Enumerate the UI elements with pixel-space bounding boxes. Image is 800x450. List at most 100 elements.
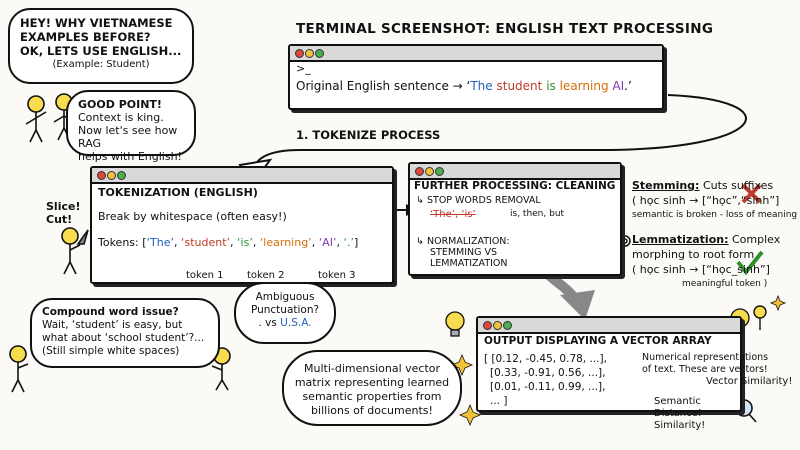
terminal-vector: OUTPUT DISPLAYING A VECTOR ARRAY [ [0.12… xyxy=(476,316,768,412)
branch-arrow: ↳ xyxy=(416,195,427,206)
sentence-end: .’ xyxy=(624,79,632,93)
bubble-line: semantic properties from xyxy=(302,390,442,403)
other-stop-words: is, then, but xyxy=(510,209,565,219)
stick-figure-vector xyxy=(753,305,767,330)
bubble-multi-dimensional: Multi-dimensional vector matrix represen… xyxy=(282,350,462,426)
bubble-line: helps with English! xyxy=(78,150,182,163)
bubble-line: Ambiguous xyxy=(255,291,315,303)
minimize-dot-icon xyxy=(305,49,314,58)
token-2-label: token 2 xyxy=(247,270,285,281)
original-sentence: Original English sentence → ‘The student… xyxy=(296,79,632,93)
lemma-term: Lemmatization: xyxy=(632,233,729,246)
terminal-main: >_ Original English sentence → ‘The stud… xyxy=(288,44,664,110)
lemma-line: Lemmatization: Complex xyxy=(632,232,780,247)
knife-figure xyxy=(61,227,89,275)
bubble-line: Now let's see how RAG xyxy=(78,124,178,150)
branch-arrow: ↳ xyxy=(416,236,427,247)
norm-text: NORMALIZATION: xyxy=(426,236,510,247)
stick-figure-bottom-left xyxy=(9,345,29,393)
bubble-line: what about ‘school student’?... xyxy=(42,332,205,344)
slice-line: Slice! xyxy=(46,200,81,213)
close-dot-icon xyxy=(295,49,304,58)
token-3-label: token 3 xyxy=(318,270,356,281)
terminal-titlebar xyxy=(410,164,620,180)
token: ‘AI’ xyxy=(318,236,337,249)
semantic-line: Similarity! xyxy=(654,420,706,431)
bubble-line: . vs U.S.A. xyxy=(246,317,324,330)
bubble-sub: (Example: Student) xyxy=(52,59,150,70)
terminal-prompt: >_ xyxy=(296,62,311,75)
minimize-dot-icon xyxy=(493,321,502,330)
stop-words-text: STOP WORDS REMOVAL xyxy=(426,195,541,206)
stemming-block: Stemming: Cuts suffixes ( học sinh → [“h… xyxy=(632,178,800,223)
vector-note-line: Numerical representations xyxy=(642,352,769,363)
word-ai: AI xyxy=(612,79,625,93)
vector-heading: OUTPUT DISPLAYING A VECTOR ARRAY xyxy=(484,335,712,347)
vector-note: Numerical representations of text. These… xyxy=(642,352,768,376)
token: ‘.’ xyxy=(343,236,354,249)
tokens-label: Tokens: [ xyxy=(98,236,147,249)
stick-figure-left-top xyxy=(25,95,47,143)
cut-line: Cut! xyxy=(46,213,73,226)
bubble-line: matrix representing learned xyxy=(294,376,450,389)
semantic-distance-text: Semantic Distance! Similarity! xyxy=(654,396,705,432)
terminal-cleaning: FURTHER PROCESSING: CLEANING ↳ STOP WORD… xyxy=(408,162,622,276)
vector-similarity-text: Vector Similarity! xyxy=(706,376,793,387)
stemming-note: semantic is broken - loss of meaning ) xyxy=(632,210,800,220)
usa-text: U.S.A. xyxy=(280,317,312,329)
close-dot-icon xyxy=(483,321,492,330)
page-title: TERMINAL SCREENSHOT: ENGLISH TEXT PROCES… xyxy=(296,21,714,37)
step1-label: 1. TOKENIZE PROCESS xyxy=(296,128,441,142)
lemma-line2: morphing to root form xyxy=(632,248,755,261)
slice-cut-text: Slice! Cut! xyxy=(46,200,80,226)
lemma-note: meaningful token ) xyxy=(682,279,768,289)
maximize-dot-icon xyxy=(315,49,324,58)
bubble-compound: Compound word issue? Wait, ‘student’ is … xyxy=(30,298,220,368)
vector-rows: [ [0.12, -0.45, 0.78, ...], [0.33, -0.91… xyxy=(484,352,607,408)
token: ‘is’ xyxy=(237,236,253,249)
maximize-dot-icon xyxy=(503,321,512,330)
token-1-label: token 1 xyxy=(186,270,224,281)
stemming-line: Stemming: Cuts suffixes xyxy=(632,178,800,193)
terminal-titlebar xyxy=(478,318,740,334)
minimize-dot-icon xyxy=(107,171,116,180)
semantic-line: Distance! xyxy=(654,408,702,419)
bubble-line: Context is king. xyxy=(78,111,164,124)
semantic-line: Semantic xyxy=(654,396,701,407)
stemming-term: Stemming: xyxy=(632,179,700,192)
vector-row: ... ] xyxy=(490,395,508,407)
bubble-top-left: HEY! WHY VIETNAMESE EXAMPLES BEFORE? OK,… xyxy=(8,8,194,84)
lemma-desc: Complex xyxy=(732,233,781,246)
word-the: The xyxy=(470,79,493,93)
vector-row: [0.01, -0.11, 0.99, ...], xyxy=(490,381,606,393)
vector-row: [0.33, -0.91, 0.56, ...], xyxy=(490,367,606,379)
stemming-desc: Cuts suffixes xyxy=(702,179,774,192)
bubble-ambiguous: Ambiguous Punctuation? . vs U.S.A. xyxy=(234,282,336,344)
word-student: student xyxy=(496,79,543,93)
cleaning-heading: FURTHER PROCESSING: CLEANING xyxy=(414,180,616,192)
dot-vs: . vs xyxy=(258,317,277,329)
norm-line: STEMMING VS xyxy=(430,247,498,258)
normalization-label: ↳ NORMALIZATION: STEMMING VS LEMMATIZATI… xyxy=(416,236,510,269)
lemmatization-block: Lemmatization: Complex morphing to root … xyxy=(632,232,780,292)
terminal-titlebar xyxy=(290,46,662,62)
vector-note-line: of text. These are vectors! xyxy=(642,364,768,375)
token-list: Tokens: [‘The’, ‘student’, ‘is’, ‘learni… xyxy=(98,236,359,249)
tokens-end: ] xyxy=(353,236,359,249)
maximize-dot-icon xyxy=(117,171,126,180)
bubble-line: Wait, ‘student’ is easy, but xyxy=(42,319,183,331)
norm-line: ↳ NORMALIZATION: xyxy=(416,236,510,247)
sentence-label: Original English sentence → ‘ xyxy=(296,79,471,93)
bubble-good-point: GOOD POINT! Context is king. Now let's s… xyxy=(66,90,196,163)
close-dot-icon xyxy=(97,171,106,180)
token: ‘learning’ xyxy=(259,236,312,249)
word-is: is xyxy=(546,79,556,93)
token: ‘student’ xyxy=(180,236,231,249)
bubble-line: Punctuation? xyxy=(250,304,320,316)
terminal-tokenization: TOKENIZATION (ENGLISH) Break by whitespa… xyxy=(90,166,394,284)
bubble-line: EXAMPLES BEFORE? xyxy=(20,30,151,44)
stemming-example: ( học sinh → [“học”,“sinh”] xyxy=(632,194,780,207)
bubble-line: (Still simple white spaces) xyxy=(42,345,180,357)
stop-words-label: ↳ STOP WORDS REMOVAL xyxy=(416,195,541,206)
tokenization-heading: TOKENIZATION (ENGLISH) xyxy=(98,186,258,199)
